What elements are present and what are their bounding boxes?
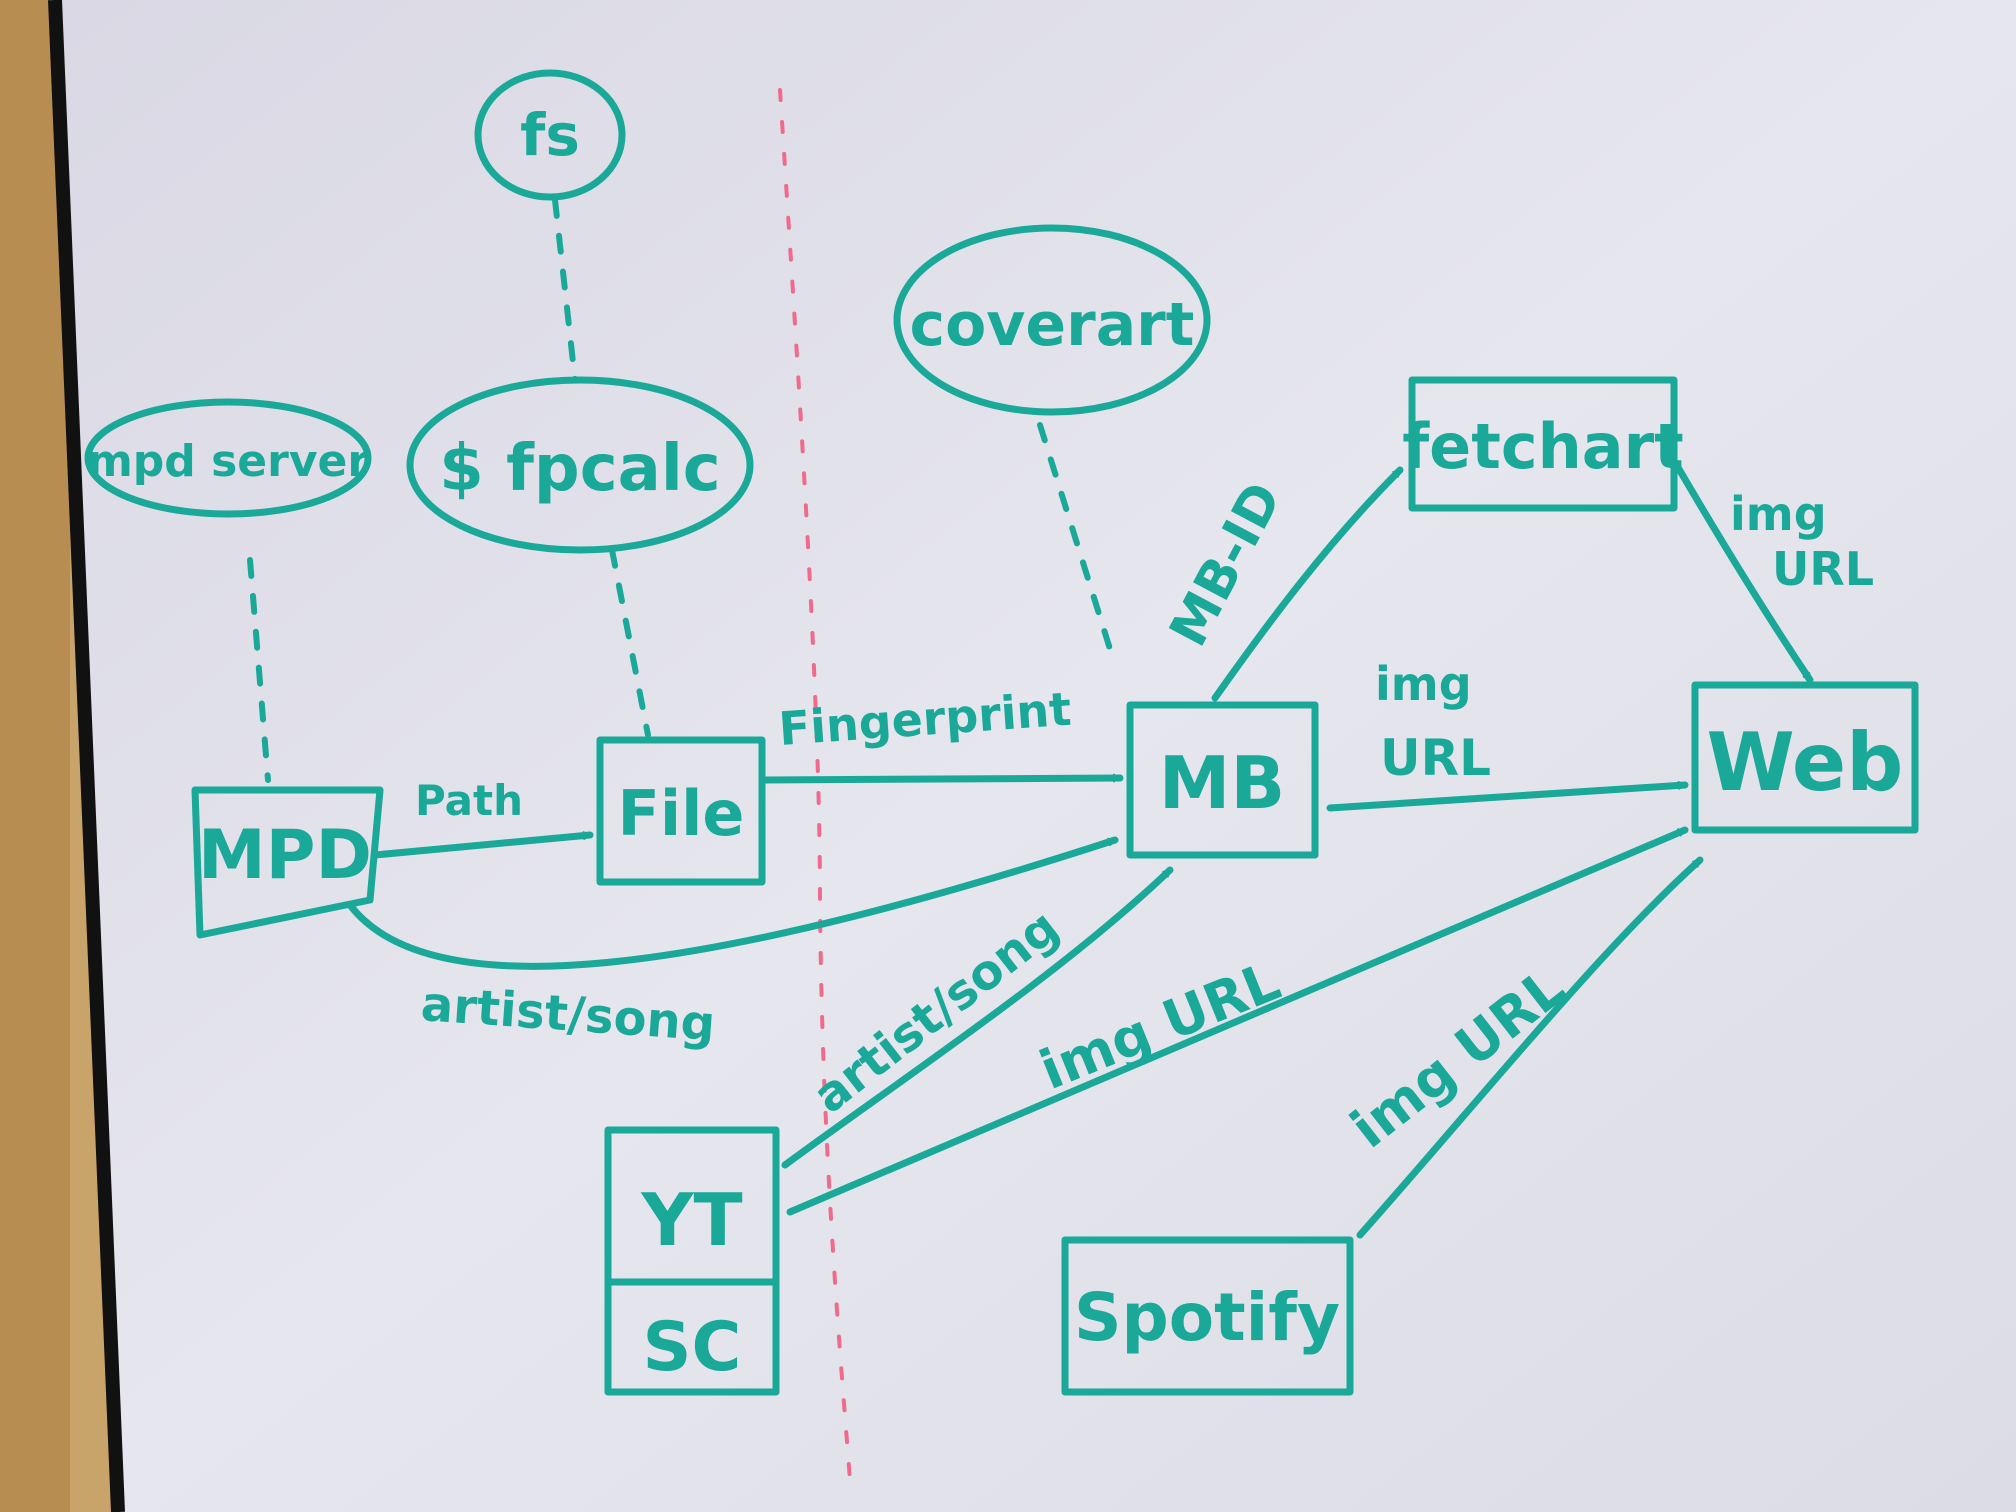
edge-label-mb-img: img [1375,657,1472,711]
node-fs: fs [474,69,626,201]
dash-coverart-mb [1037,422,1118,668]
node-yt-sc: YT SC [604,1126,780,1396]
node-mb-label: MB [1159,741,1286,825]
dash-fs-fpcalc [552,197,578,383]
arrow-file-mb [761,773,1124,784]
node-fpcalc: $ fpcalc [406,376,754,554]
node-fetchart: fetchart [1402,376,1684,512]
node-coverart: coverart [893,224,1211,416]
node-sc-label: SC [643,1308,742,1387]
node-mpd-server-label: mpd server [87,436,369,487]
left-wall [0,0,70,1512]
node-web: Web [1691,681,1919,834]
arrow-mpd-mb [346,836,1119,970]
node-mpd: MPD [191,786,384,939]
edge-label-mb-url: URL [1380,729,1491,787]
dash-fpcalc-file [609,547,651,738]
node-fetchart-label: fetchart [1402,410,1684,483]
node-mb: MB [1126,701,1319,859]
node-file-label: File [618,777,745,850]
arrow-mpd-file [371,831,594,859]
arrow-yt-web [786,826,1689,1216]
node-mpd-label: MPD [198,816,372,895]
arrow-mb-fetchart [1211,466,1404,702]
edge-label-path: Path [415,776,523,825]
arrow-fetchart-web [1661,441,1814,684]
arrow-spotify-web [1356,856,1704,1239]
node-coverart-label: coverart [910,290,1195,360]
board-frame-edge [48,0,125,1512]
node-web-label: Web [1707,716,1904,809]
arrow-mb-web [1326,781,1689,812]
arrow-yt-mb [781,866,1174,1169]
node-mpd-server: mpd server [84,398,372,518]
node-yt-label: YT [640,1178,742,1262]
node-spotify: Spotify [1061,1236,1354,1396]
node-fpcalc-label: $ fpcalc [439,432,720,506]
node-spotify-label: Spotify [1074,1279,1340,1356]
node-file: File [596,736,766,886]
edge-label-fetchart-url: URL [1772,542,1874,596]
edge-label-fetchart-img: img [1730,487,1827,541]
node-fs-label: fs [520,101,580,169]
dash-mpdserver-mpd [247,557,271,783]
